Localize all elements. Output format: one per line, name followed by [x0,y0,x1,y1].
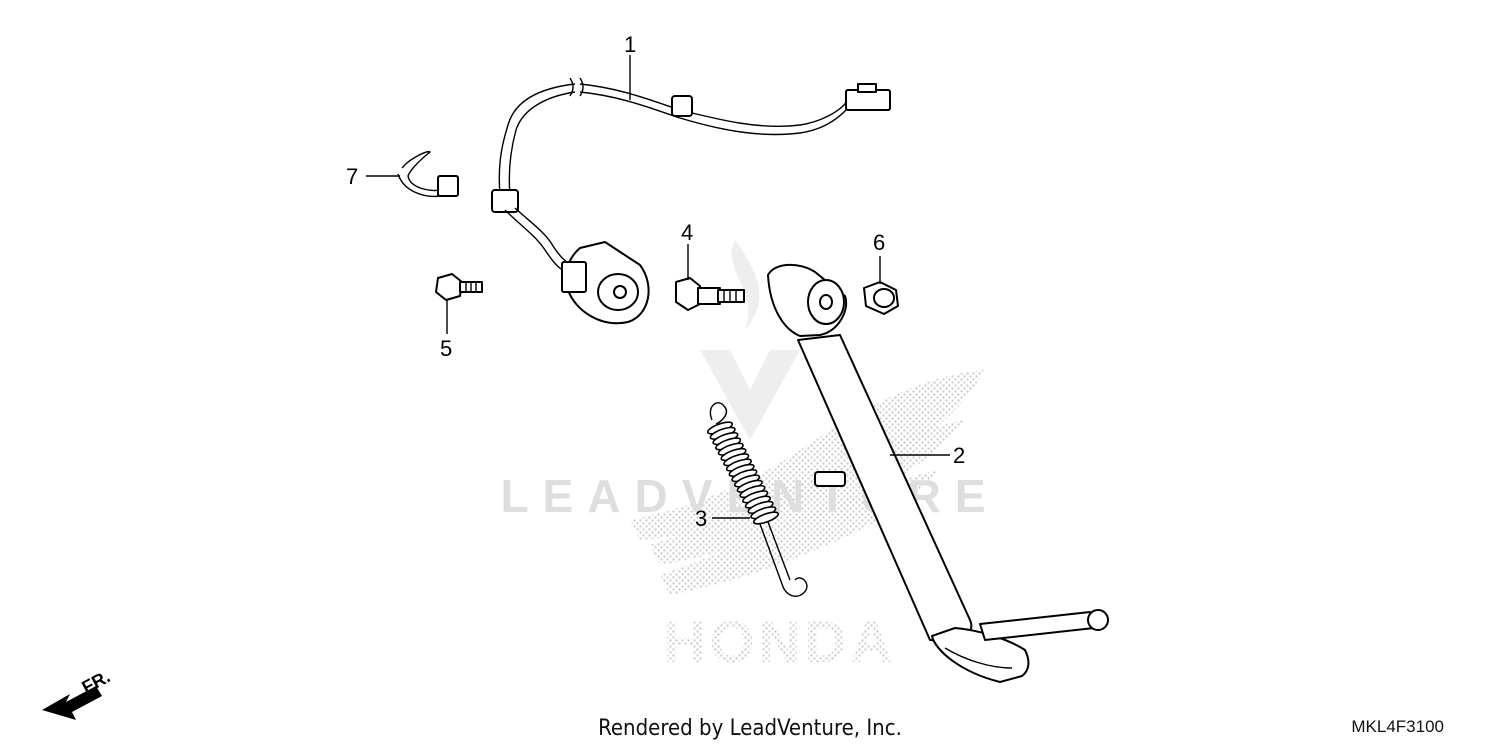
callout-3: 3 [695,506,707,531]
callout-2: 2 [953,443,965,468]
spring-coils [706,421,780,525]
leadventure-logo-watermark [700,240,800,440]
callouts: 1 2 3 4 5 6 7 [346,32,965,531]
lock-nut [863,281,899,315]
side-stand-switch [491,77,891,325]
callout-4: 4 [681,220,693,245]
wire-band [397,151,459,198]
diagram-code: MKL4F3100 [1351,717,1444,736]
spring-coil [752,511,780,525]
callout-6: 6 [873,230,885,255]
callout-1: 1 [624,32,636,57]
honda-brand-watermark: HONDA [664,610,897,675]
front-direction-arrow-icon: FR. [42,666,113,720]
pivot-bolt [675,277,745,311]
flange-bolt [435,273,483,301]
callout-7: 7 [346,164,358,189]
side-stand [767,263,1109,683]
render-credit: Rendered by LeadVenture, Inc. [598,716,902,741]
side-stand-spring [706,402,808,597]
callout-5: 5 [440,336,452,361]
